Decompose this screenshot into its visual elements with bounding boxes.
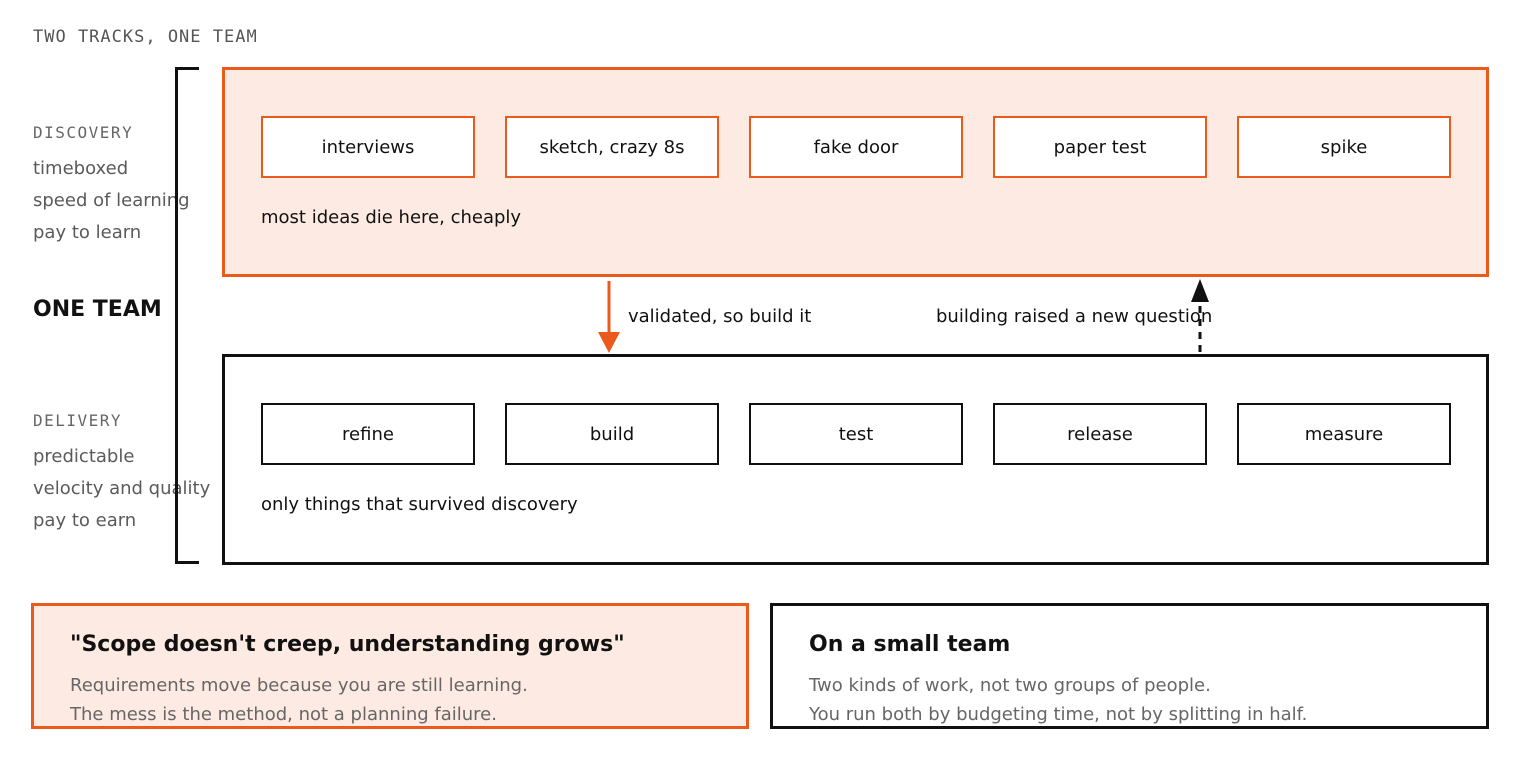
delivery-trait: predictable [33,446,135,467]
discovery-step-fake-door: fake door [749,116,963,178]
discovery-step-interviews: interviews [261,116,475,178]
delivery-track-label: DELIVERY [33,411,123,430]
discovery-traits: timeboxed speed of learning pay to learn [33,153,190,249]
delivery-step-release: release [993,403,1207,465]
discovery-step-sketch: sketch, crazy 8s [505,116,719,178]
scope-callout-line: The mess is the method, not a planning f… [70,704,497,725]
delivery-note: only things that survived discovery [261,494,578,515]
team-bracket [175,67,199,564]
discovery-step-spike: spike [1237,116,1451,178]
one-team-label: ONE TEAM [33,297,162,322]
validated-arrow [598,281,620,353]
validated-label: validated, so build it [628,306,812,327]
scope-callout: "Scope doesn't creep, understanding grow… [31,603,749,729]
arrow-head-up-icon [1191,279,1209,302]
small-team-callout-line: You run both by budgeting time, not by s… [809,704,1308,725]
scope-callout-title: "Scope doesn't creep, understanding grow… [70,632,625,657]
discovery-trait: pay to learn [33,222,142,243]
arrow-head-down-icon [598,332,620,353]
delivery-trait: pay to earn [33,510,137,531]
scope-callout-line: Requirements move because you are still … [70,675,528,696]
discovery-trait: timeboxed [33,158,129,179]
delivery-steps: refine build test release measure [261,403,1451,465]
diagram-eyebrow: TWO TRACKS, ONE TEAM [33,27,258,47]
delivery-track: refine build test release measure only t… [222,354,1489,565]
discovery-note: most ideas die here, cheaply [261,207,522,228]
delivery-step-test: test [749,403,963,465]
delivery-trait: velocity and quality [33,478,211,499]
small-team-callout-title: On a small team [809,632,1011,657]
discovery-step-paper-test: paper test [993,116,1207,178]
discovery-trait: speed of learning [33,190,190,211]
new-question-label: building raised a new question [936,306,1213,327]
discovery-track-label: DISCOVERY [33,123,134,142]
discovery-steps: interviews sketch, crazy 8s fake door pa… [261,116,1451,178]
new-question-arrow [1191,279,1209,352]
small-team-callout-line: Two kinds of work, not two groups of peo… [809,675,1211,696]
delivery-step-refine: refine [261,403,475,465]
delivery-traits: predictable velocity and quality pay to … [33,441,210,537]
delivery-step-measure: measure [1237,403,1451,465]
discovery-track: interviews sketch, crazy 8s fake door pa… [222,67,1489,277]
delivery-step-build: build [505,403,719,465]
small-team-callout: On a small team Two kinds of work, not t… [770,603,1489,729]
